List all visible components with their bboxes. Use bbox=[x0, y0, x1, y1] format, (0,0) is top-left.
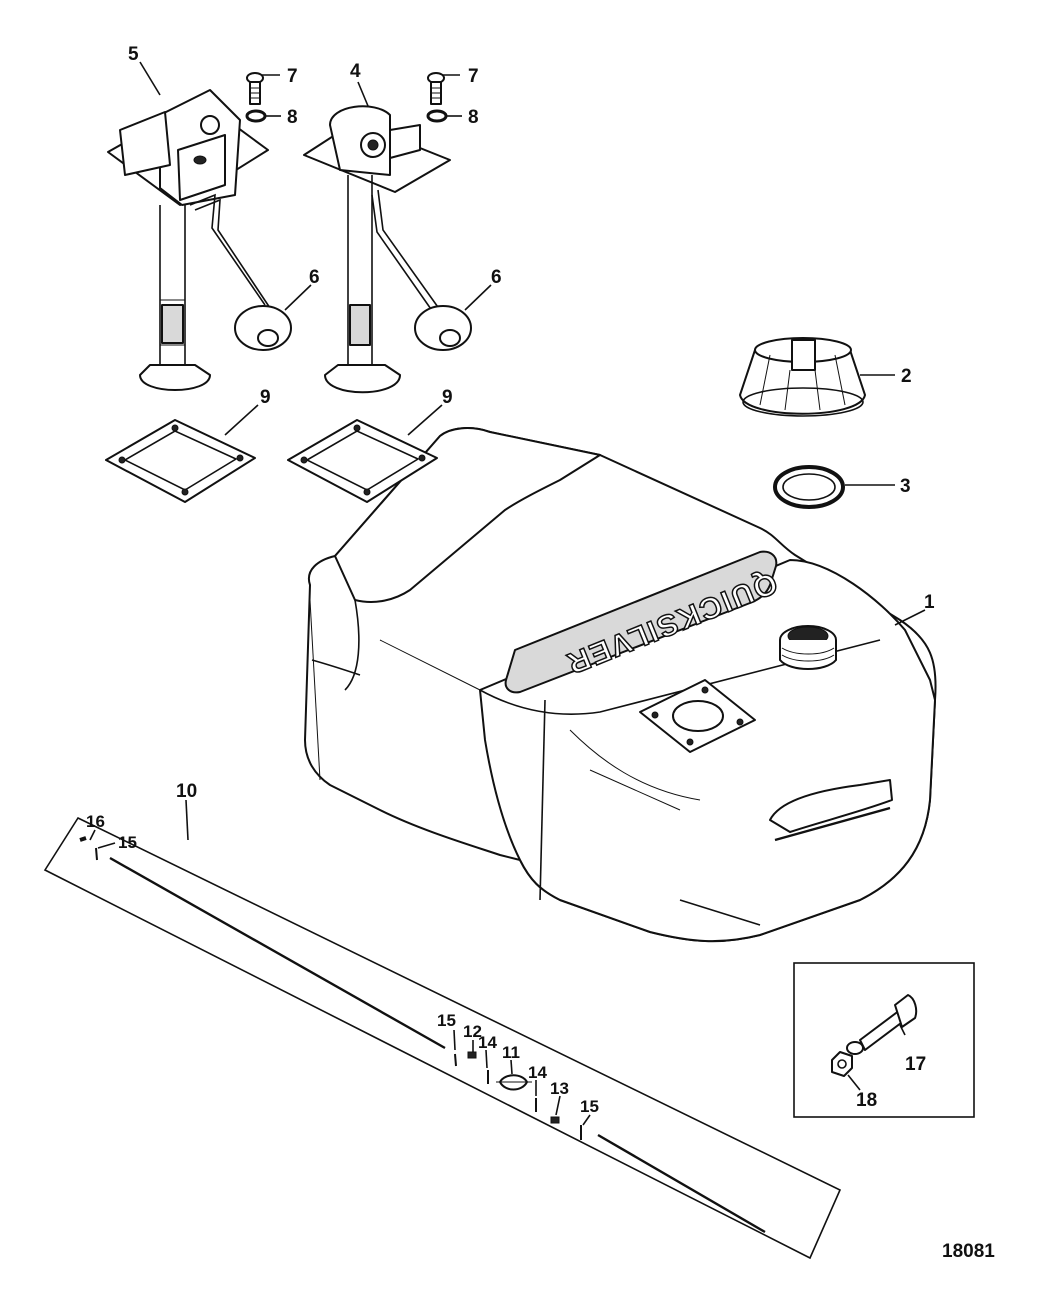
callout-8-right: 8 bbox=[468, 107, 479, 128]
callout-7-right: 7 bbox=[468, 66, 479, 87]
callout-17: 17 bbox=[905, 1054, 926, 1075]
callout-14-b: 14 bbox=[528, 1063, 547, 1082]
callout-6-left: 6 bbox=[309, 267, 320, 288]
screw-washer-right bbox=[426, 72, 448, 123]
callout-13: 13 bbox=[550, 1079, 569, 1098]
fitting-inset-box bbox=[793, 962, 975, 1118]
figure-number: 18081 bbox=[942, 1241, 995, 1262]
callout-1: 1 bbox=[924, 592, 935, 613]
fuel-tank: QUICKSILVER bbox=[304, 427, 937, 943]
callout-15-a: 15 bbox=[118, 833, 137, 852]
callout-6-right: 6 bbox=[491, 267, 502, 288]
callout-18: 18 bbox=[856, 1090, 877, 1111]
callout-16: 16 bbox=[86, 812, 105, 831]
callout-12: 12 bbox=[463, 1022, 482, 1041]
gasket-left bbox=[105, 419, 256, 503]
fuel-sender-left bbox=[107, 89, 292, 391]
callout-9-right: 9 bbox=[442, 387, 453, 408]
callout-5: 5 bbox=[128, 44, 139, 65]
callout-14-a: 14 bbox=[478, 1033, 497, 1052]
gasket-right bbox=[287, 419, 438, 503]
callout-labels: 1 2 3 4 5 6 6 7 7 8 8 9 9 10 11 12 13 14… bbox=[86, 44, 935, 1116]
callout-15-c: 15 bbox=[580, 1097, 599, 1116]
callout-10: 10 bbox=[176, 781, 197, 802]
fuel-sender-right bbox=[303, 105, 472, 394]
sender-mount-plate bbox=[639, 679, 756, 753]
callout-8-left: 8 bbox=[287, 107, 298, 128]
filler-neck bbox=[779, 625, 837, 670]
callout-11: 11 bbox=[502, 1043, 520, 1062]
callout-3: 3 bbox=[900, 476, 911, 497]
callout-4: 4 bbox=[350, 61, 361, 82]
leader-lines bbox=[89, 61, 926, 1126]
pickup-tube-kit bbox=[43, 816, 842, 1260]
fuel-cap bbox=[739, 337, 866, 417]
callout-7-left: 7 bbox=[287, 66, 298, 87]
callout-9-left: 9 bbox=[260, 387, 271, 408]
screw-washer-left bbox=[245, 72, 267, 123]
callout-15-b: 15 bbox=[437, 1011, 456, 1030]
callout-2: 2 bbox=[901, 366, 912, 387]
o-ring bbox=[773, 465, 845, 509]
